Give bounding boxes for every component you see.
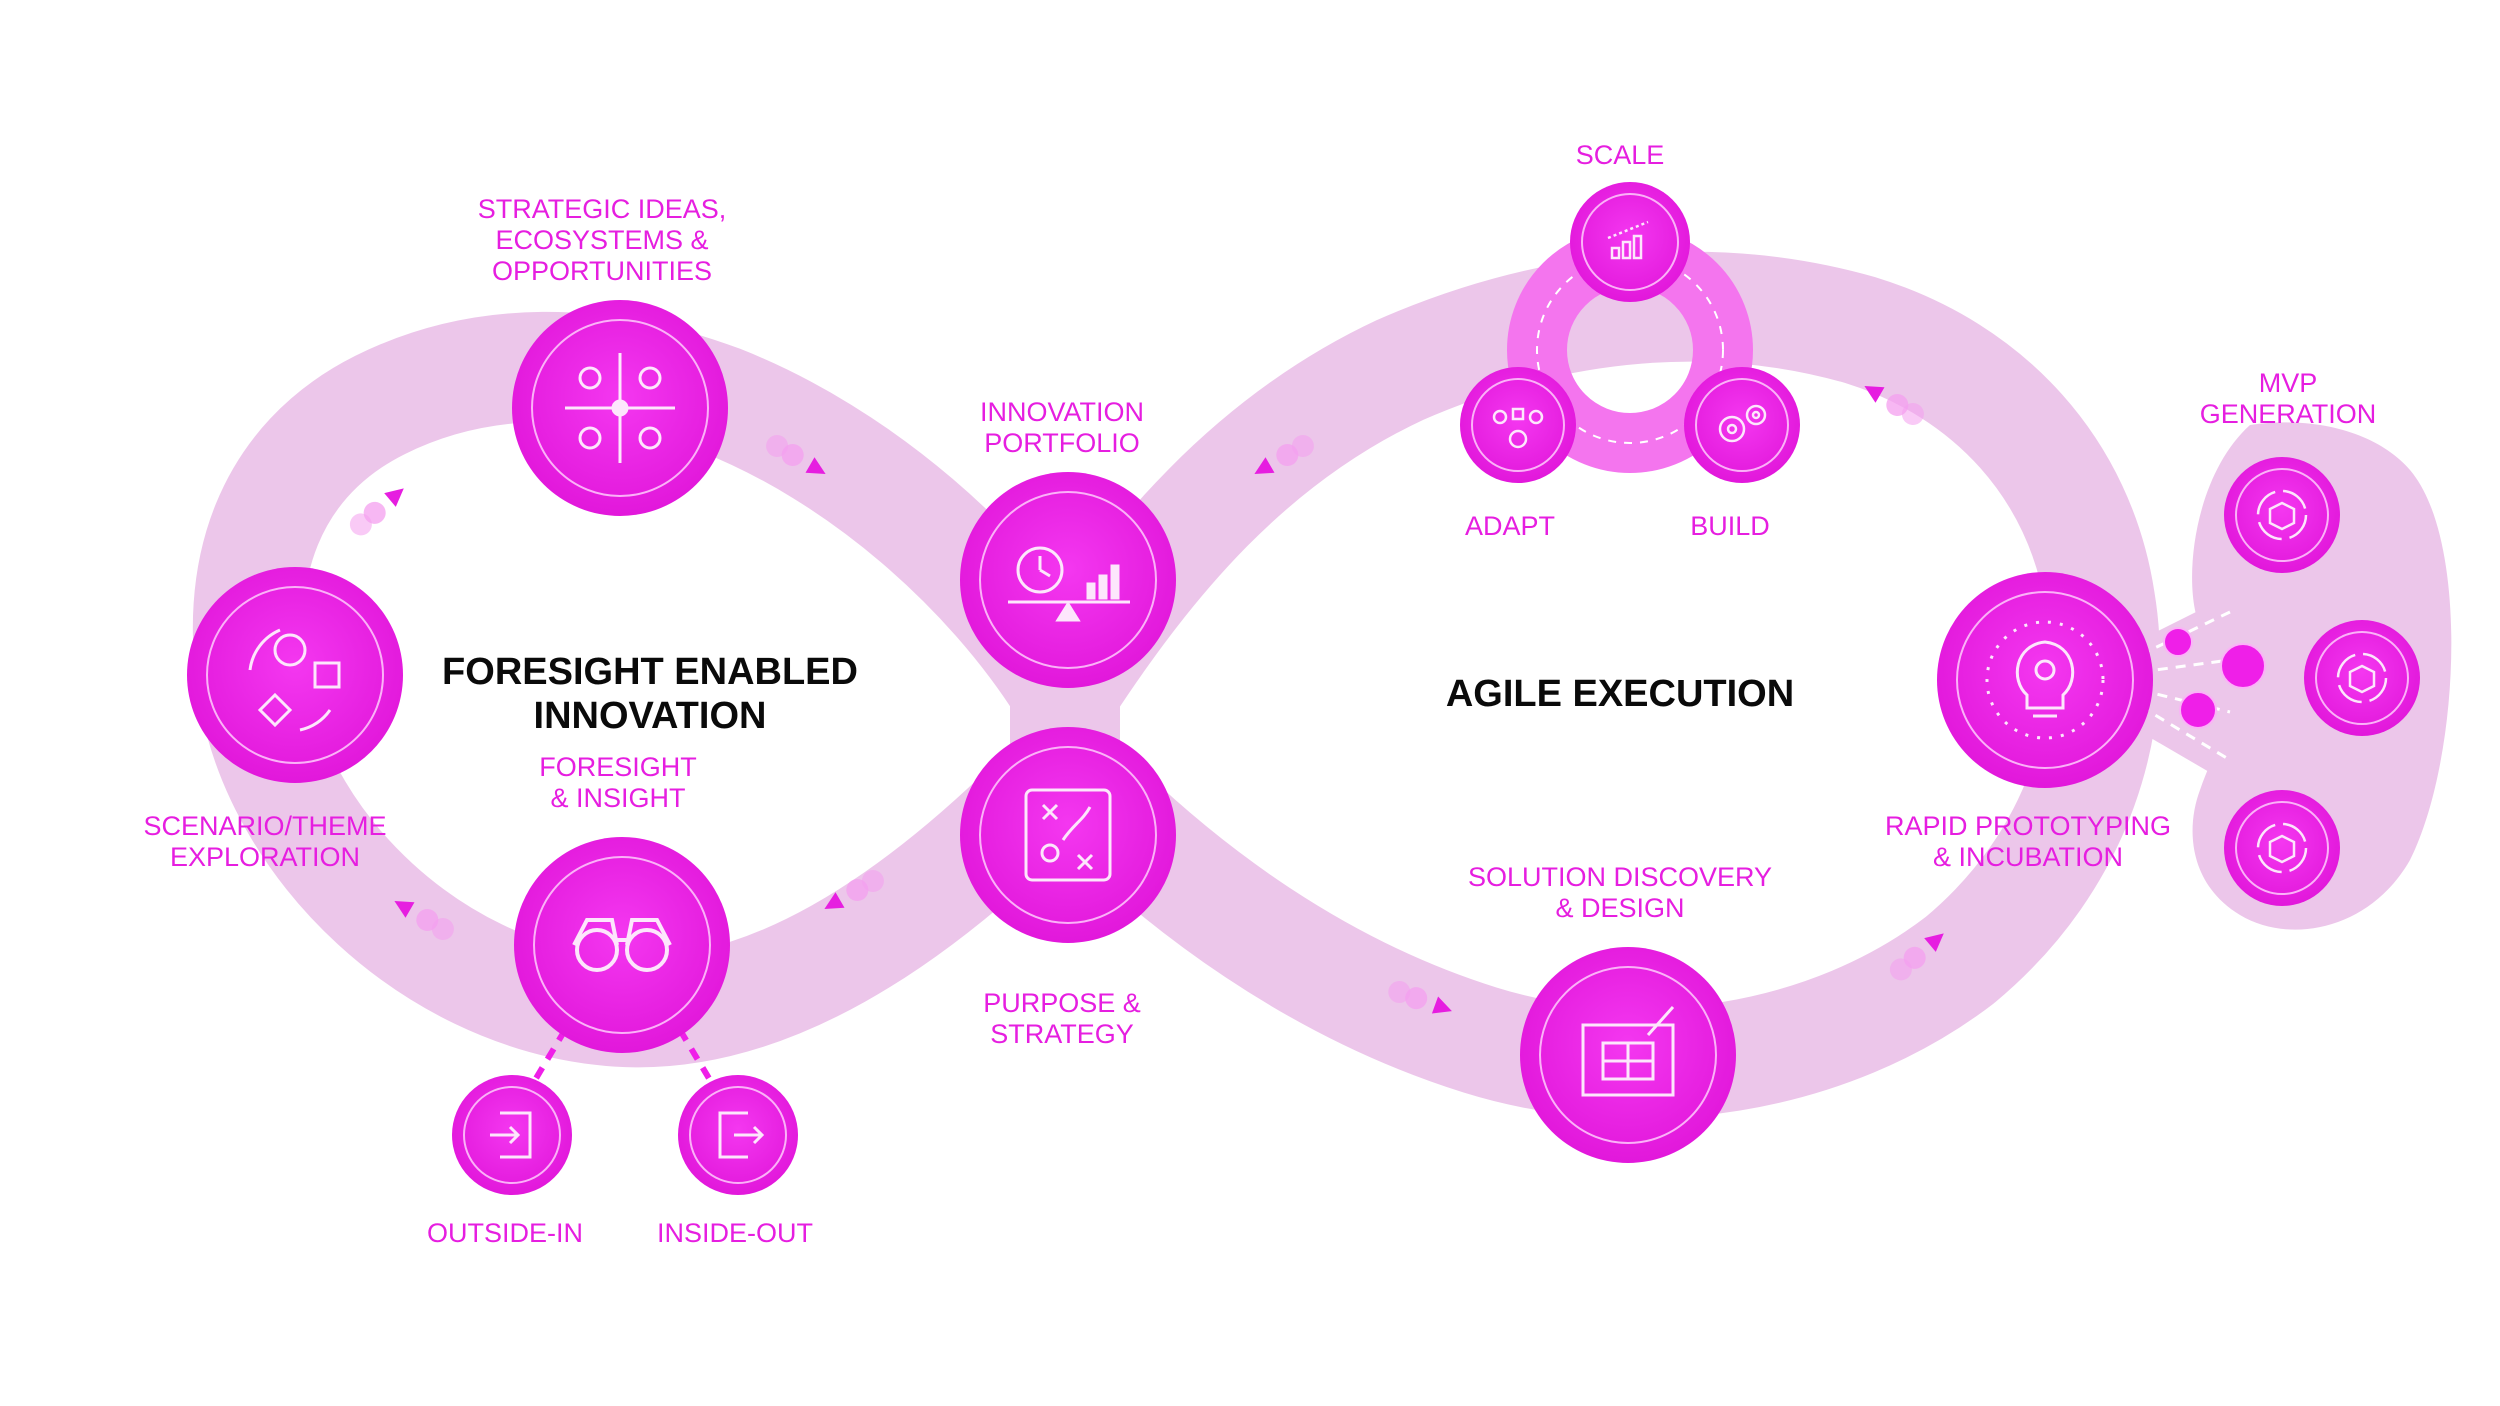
node-mvp-middle[interactable] bbox=[2304, 620, 2420, 736]
flow-arrow bbox=[1859, 378, 1924, 425]
bulb-grid-icon bbox=[565, 353, 675, 463]
flowchart-gear-icon bbox=[1492, 407, 1544, 449]
connector-inside-out bbox=[677, 1028, 713, 1082]
label-purpose-strategy: PURPOSE & STRATEGY bbox=[983, 988, 1141, 1049]
mvp-seed bbox=[2163, 627, 2193, 657]
box-cycle-icon bbox=[2256, 489, 2308, 541]
flow-arrow bbox=[1388, 981, 1455, 1020]
node-adapt[interactable] bbox=[1460, 367, 1576, 483]
mvp-seed bbox=[2220, 643, 2266, 689]
blueprint-pencil-icon bbox=[1581, 1006, 1675, 1097]
binoculars-icon bbox=[572, 918, 672, 972]
title-foresight-enabled-innovation: FORESIGHT ENABLED INNOVATION bbox=[442, 651, 858, 737]
connector-outside-in bbox=[532, 1028, 568, 1082]
flow-arrow bbox=[766, 435, 831, 482]
node-build[interactable] bbox=[1684, 367, 1800, 483]
node-foresight[interactable] bbox=[514, 837, 730, 1053]
sign-in-icon bbox=[490, 1111, 532, 1159]
title-agile-execution: AGILE EXECUTION bbox=[1445, 673, 1795, 715]
mvp-seed bbox=[2179, 691, 2217, 729]
node-solution-discovery[interactable] bbox=[1520, 947, 1736, 1163]
label-innovation-portfolio: INNOVATION PORTFOLIO bbox=[979, 397, 1145, 458]
label-scale: SCALE bbox=[1575, 140, 1665, 170]
node-rapid-prototyping[interactable] bbox=[1937, 572, 2153, 788]
mvp-seed-nodes bbox=[2163, 627, 2266, 729]
clock-balance-chart-icon bbox=[1008, 546, 1130, 622]
flow-arrow bbox=[819, 870, 884, 917]
node-scenario[interactable] bbox=[187, 567, 403, 783]
label-inside-out: INSIDE-OUT bbox=[656, 1218, 814, 1248]
label-scenario: SCENARIO/THEME EXPLORATION bbox=[143, 811, 387, 872]
box-cycle-icon bbox=[2336, 652, 2388, 704]
node-innovation-portfolio[interactable] bbox=[960, 472, 1176, 688]
label-rapid-prototyping: RAPID PROTOTYPING & INCUBATION bbox=[1884, 811, 2172, 872]
growth-chart-icon bbox=[1607, 220, 1649, 260]
label-mvp-generation: MVP GENERATION bbox=[2199, 368, 2377, 429]
node-mvp-top[interactable] bbox=[2224, 457, 2340, 573]
node-mvp-bottom[interactable] bbox=[2224, 790, 2340, 906]
flow-arrow bbox=[389, 893, 454, 940]
sign-out-icon bbox=[718, 1111, 765, 1159]
box-cycle-icon bbox=[2256, 822, 2308, 874]
lightbulb-gears-icon bbox=[1985, 620, 2105, 740]
mvp-fan bbox=[2120, 590, 2240, 790]
label-foresight: FORESIGHT & INSIGHT bbox=[539, 752, 697, 813]
node-strategic-ideas[interactable] bbox=[512, 300, 728, 516]
flow-arrow bbox=[349, 481, 410, 536]
label-build: BUILD bbox=[1690, 511, 1770, 541]
flow-arrow bbox=[1249, 435, 1314, 482]
flow-arrow bbox=[1889, 926, 1950, 981]
node-purpose-strategy[interactable] bbox=[960, 727, 1176, 943]
node-outside-in[interactable] bbox=[452, 1075, 572, 1195]
flow-arrows bbox=[349, 378, 1950, 1020]
node-scale[interactable] bbox=[1570, 182, 1690, 302]
label-outside-in: OUTSIDE-IN bbox=[426, 1218, 584, 1248]
strategy-board-icon bbox=[1024, 788, 1112, 882]
gears-icon bbox=[1718, 404, 1767, 443]
node-inside-out[interactable] bbox=[678, 1075, 798, 1195]
shapes-cycle-icon bbox=[248, 628, 341, 732]
label-adapt: ADAPT bbox=[1464, 511, 1556, 541]
label-strategic-ideas: STRATEGIC IDEAS, ECOSYSTEMS & OPPORTUNIT… bbox=[477, 194, 727, 286]
label-solution-discovery: SOLUTION DISCOVERY & DESIGN bbox=[1467, 862, 1773, 923]
